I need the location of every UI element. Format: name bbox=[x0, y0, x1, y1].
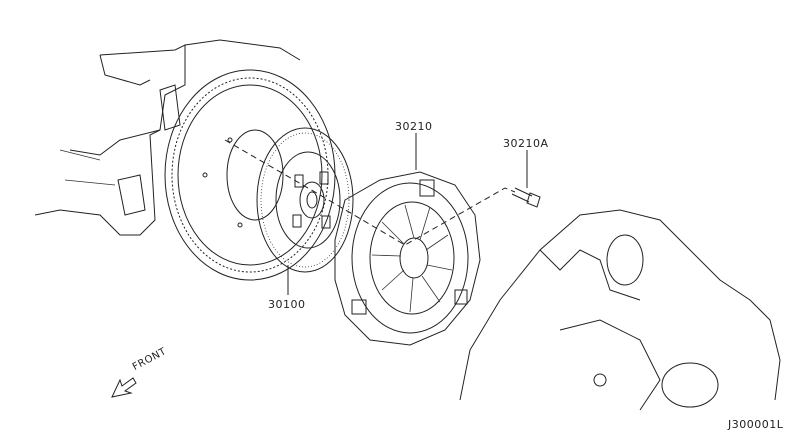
flywheel bbox=[164, 69, 336, 281]
clutch-disc bbox=[256, 127, 354, 273]
front-arrow-icon bbox=[111, 377, 137, 398]
assembly-axis bbox=[224, 139, 516, 246]
engine-block bbox=[34, 39, 301, 236]
bolt bbox=[511, 187, 541, 208]
figure-code: J300001L bbox=[728, 418, 784, 431]
part-label-30210A: 30210A bbox=[503, 137, 549, 150]
pressure-plate bbox=[334, 171, 481, 346]
part-label-30100: 30100 bbox=[268, 298, 306, 311]
transmission bbox=[459, 209, 781, 411]
part-label-30210: 30210 bbox=[395, 120, 433, 133]
